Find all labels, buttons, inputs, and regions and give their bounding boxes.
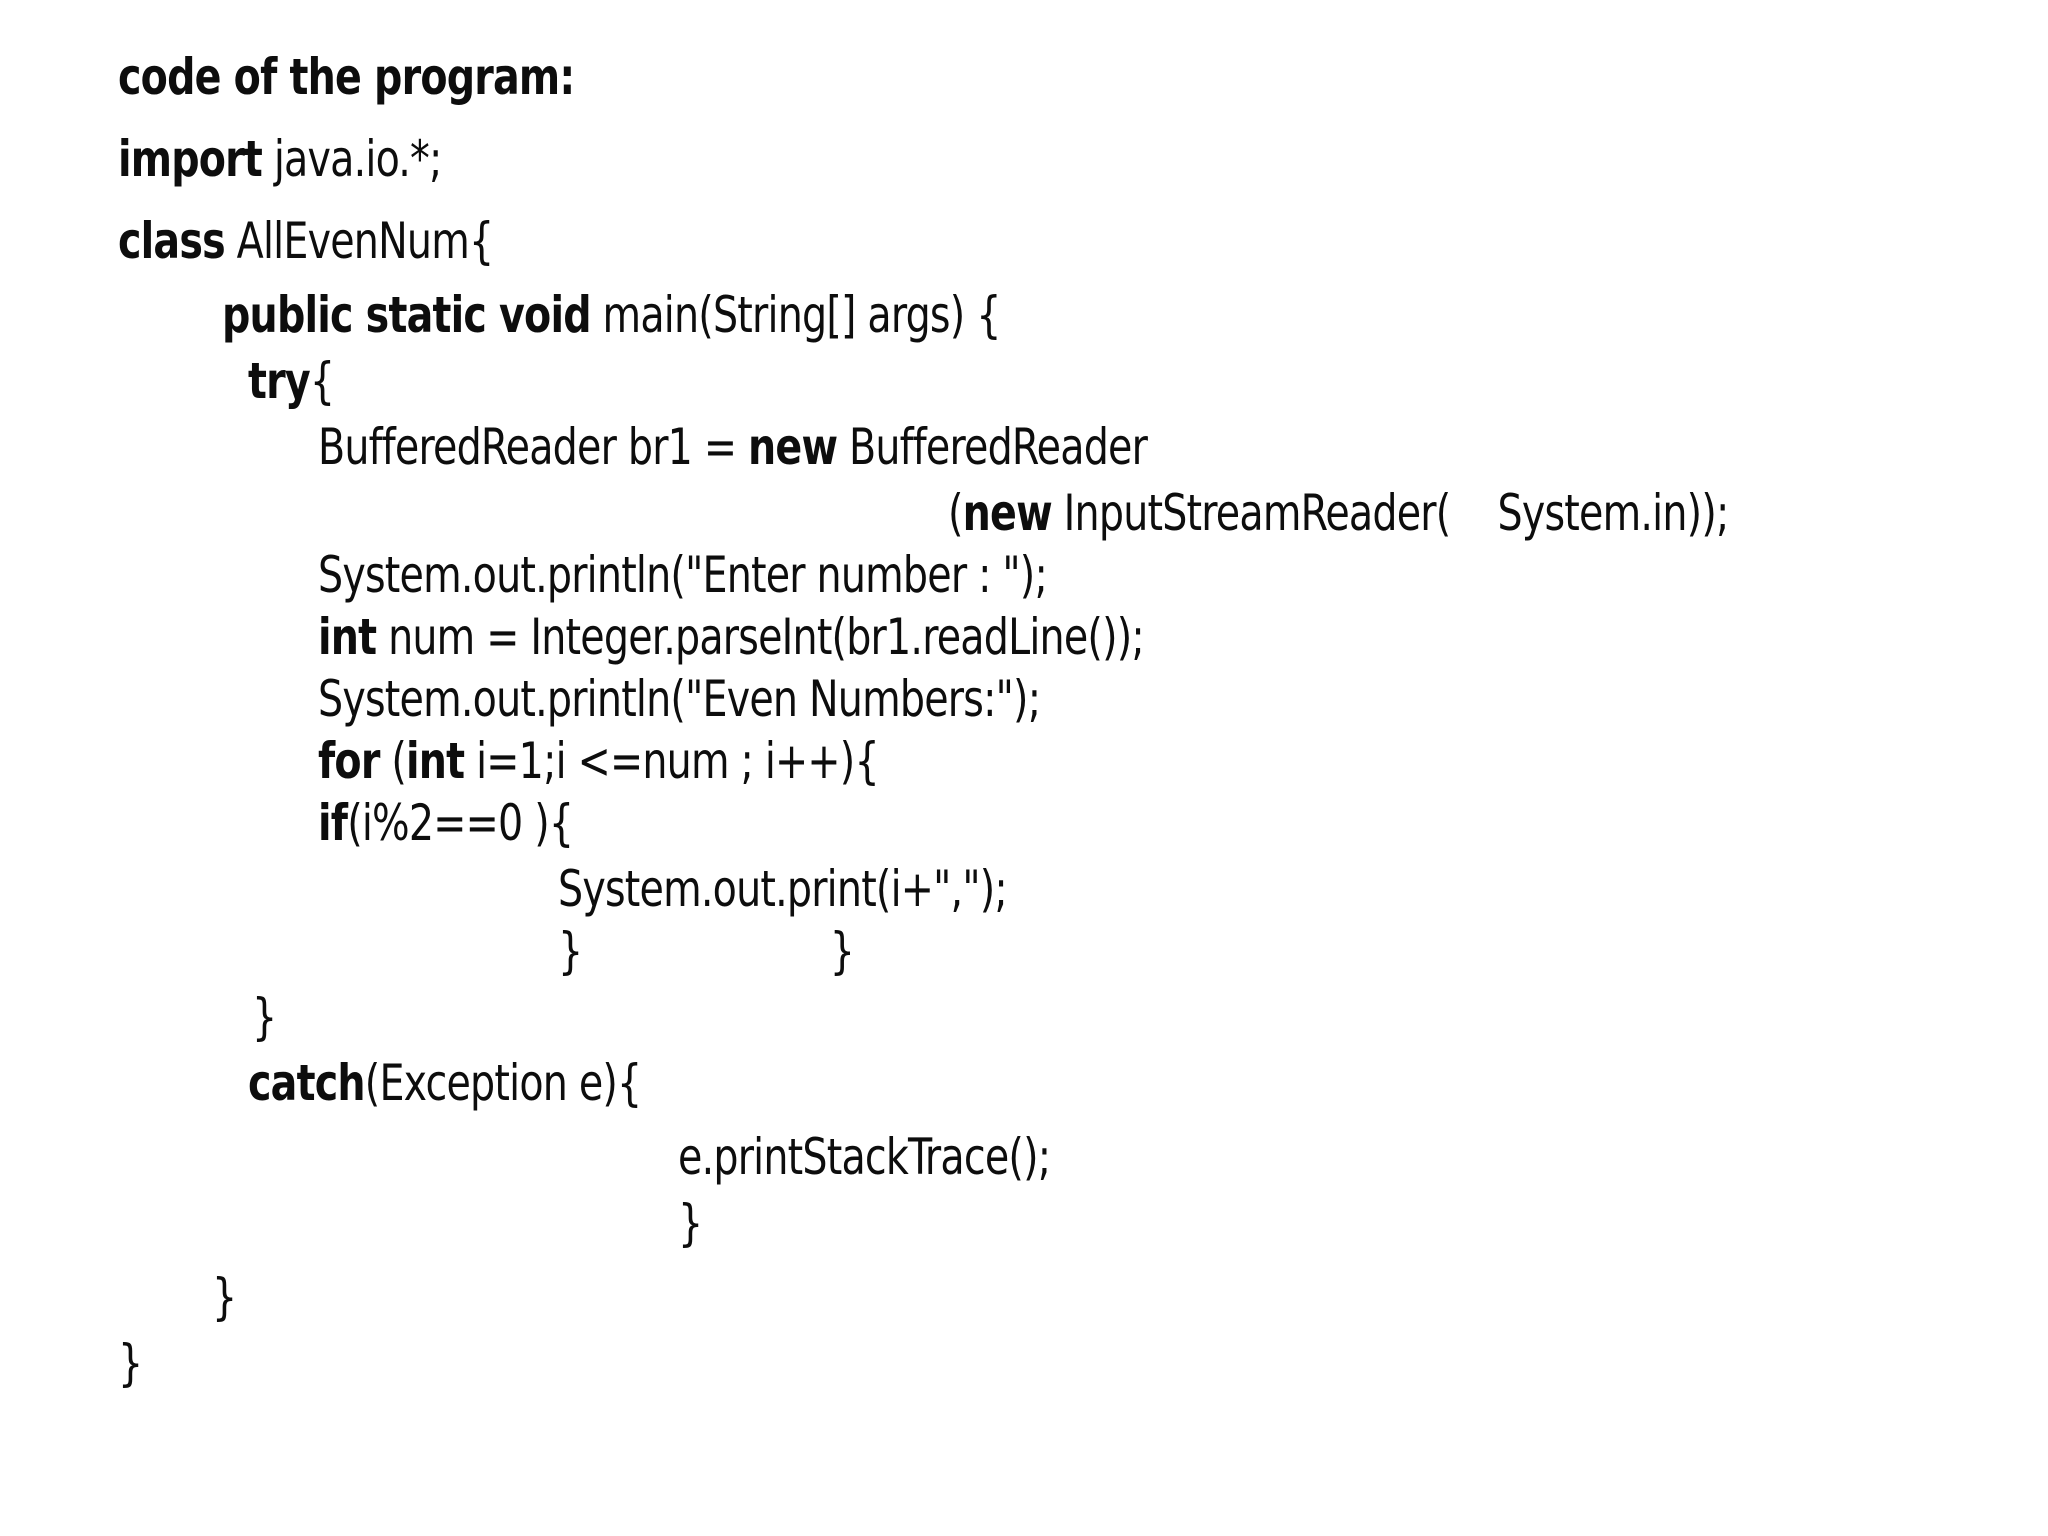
code-text: }	[212, 1268, 237, 1326]
code-keyword: code of the program:	[118, 48, 575, 106]
code-line-try-open: try{	[0, 350, 2048, 412]
code-line-content: import java.io.*;	[118, 128, 442, 190]
code-line-println-even-numbers: System.out.println("Even Numbers:");	[0, 668, 2048, 730]
code-line-content: catch(Exception e){	[248, 1052, 642, 1114]
code-text: (i%2==0 ){	[347, 794, 574, 852]
code-text: main(String[] args) {	[590, 286, 1002, 344]
code-text: {	[309, 352, 335, 410]
code-line-content: System.out.print(i+",");	[558, 858, 1008, 920]
code-keyword: class	[118, 212, 226, 270]
code-keyword: for	[318, 732, 380, 790]
code-line-content: public static void main(String[] args) {	[222, 284, 1001, 346]
code-text: AllEvenNum{	[224, 212, 494, 270]
code-text: (	[948, 484, 963, 542]
code-text: }	[252, 988, 277, 1046]
code-line-content: System.out.println("Even Numbers:");	[318, 668, 1041, 730]
code-line-content: }	[212, 1266, 237, 1328]
code-line-for-loop: for (int i=1;i <=num ; i++){	[0, 730, 2048, 792]
code-line-catch-open: catch(Exception e){	[0, 1052, 2048, 1114]
code-line-main-method: public static void main(String[] args) {	[0, 284, 2048, 346]
code-keyword: catch	[248, 1054, 366, 1112]
code-text: (	[379, 732, 407, 790]
code-keyword: try	[248, 352, 311, 410]
code-line-content: }	[252, 986, 277, 1048]
code-keyword: import	[118, 130, 263, 188]
code-line-class-decl: class AllEvenNum{	[0, 210, 2048, 272]
code-text: }	[118, 1334, 143, 1392]
code-text: num = Integer.parseInt(br1.readLine());	[376, 608, 1145, 666]
code-text: }	[678, 1194, 703, 1252]
code-line-content: int num = Integer.parseInt(br1.readLine(…	[318, 606, 1145, 668]
code-line-content: }	[118, 1332, 143, 1394]
code-line-content: class AllEvenNum{	[118, 210, 494, 272]
code-line-print-i-comma: System.out.print(i+",");	[0, 858, 2048, 920]
code-line-content: code of the program:	[118, 46, 575, 108]
code-line-close-main: }	[0, 1266, 2048, 1328]
code-line-close-class: }	[0, 1332, 2048, 1394]
code-line-content: if(i%2==0 ){	[318, 792, 574, 854]
code-line-heading: code of the program:	[0, 46, 2048, 108]
code-line-close-catch: }	[0, 1192, 2048, 1254]
code-keyword: public static void	[222, 286, 592, 344]
code-text: InputStreamReader( System.in));	[1051, 484, 1730, 542]
code-line-close-if-and-for: } }	[0, 920, 2048, 982]
code-line-close-try: }	[0, 986, 2048, 1048]
code-text: System.out.print(i+",");	[558, 860, 1008, 918]
code-text: java.io.*;	[262, 130, 443, 188]
code-line-bufferedreader-decl: BufferedReader br1 = new BufferedReader	[0, 416, 2048, 478]
code-text: i=1;i <=num ; i++){	[464, 732, 880, 790]
code-text: System.out.println("Even Numbers:");	[318, 670, 1041, 728]
code-line-int-num-parse: int num = Integer.parseInt(br1.readLine(…	[0, 606, 2048, 668]
code-keyword: int	[318, 608, 377, 666]
code-line-print-stack-trace: e.printStackTrace();	[0, 1126, 2048, 1188]
code-line-inputstreamreader-cont: (new InputStreamReader( System.in));	[0, 482, 2048, 544]
code-text: System.out.println("Enter number : ");	[318, 546, 1048, 604]
code-line-content: e.printStackTrace();	[678, 1126, 1051, 1188]
code-line-content: System.out.println("Enter number : ");	[318, 544, 1048, 606]
code-text: (Exception e){	[364, 1054, 642, 1112]
code-text: } }	[558, 922, 855, 980]
code-line-println-enter-number: System.out.println("Enter number : ");	[0, 544, 2048, 606]
code-keyword: new	[747, 418, 838, 476]
code-keyword: new	[962, 484, 1053, 542]
code-text: BufferedReader	[837, 418, 1148, 476]
code-line-if-even: if(i%2==0 ){	[0, 792, 2048, 854]
code-line-content: for (int i=1;i <=num ; i++){	[318, 730, 880, 792]
code-keyword: int	[406, 732, 465, 790]
code-line-content: try{	[248, 350, 335, 412]
code-keyword: if	[318, 794, 348, 852]
code-listing: code of the program: import java.io.*; cla…	[0, 46, 2048, 1394]
code-line-content: }	[678, 1192, 703, 1254]
code-text: e.printStackTrace();	[678, 1128, 1051, 1186]
code-line-content: BufferedReader br1 = new BufferedReader	[318, 416, 1148, 478]
code-line-content: (new InputStreamReader( System.in));	[948, 482, 1729, 544]
code-line-import: import java.io.*;	[0, 128, 2048, 190]
code-text: BufferedReader br1 =	[318, 418, 748, 476]
code-line-content: } }	[558, 920, 855, 982]
